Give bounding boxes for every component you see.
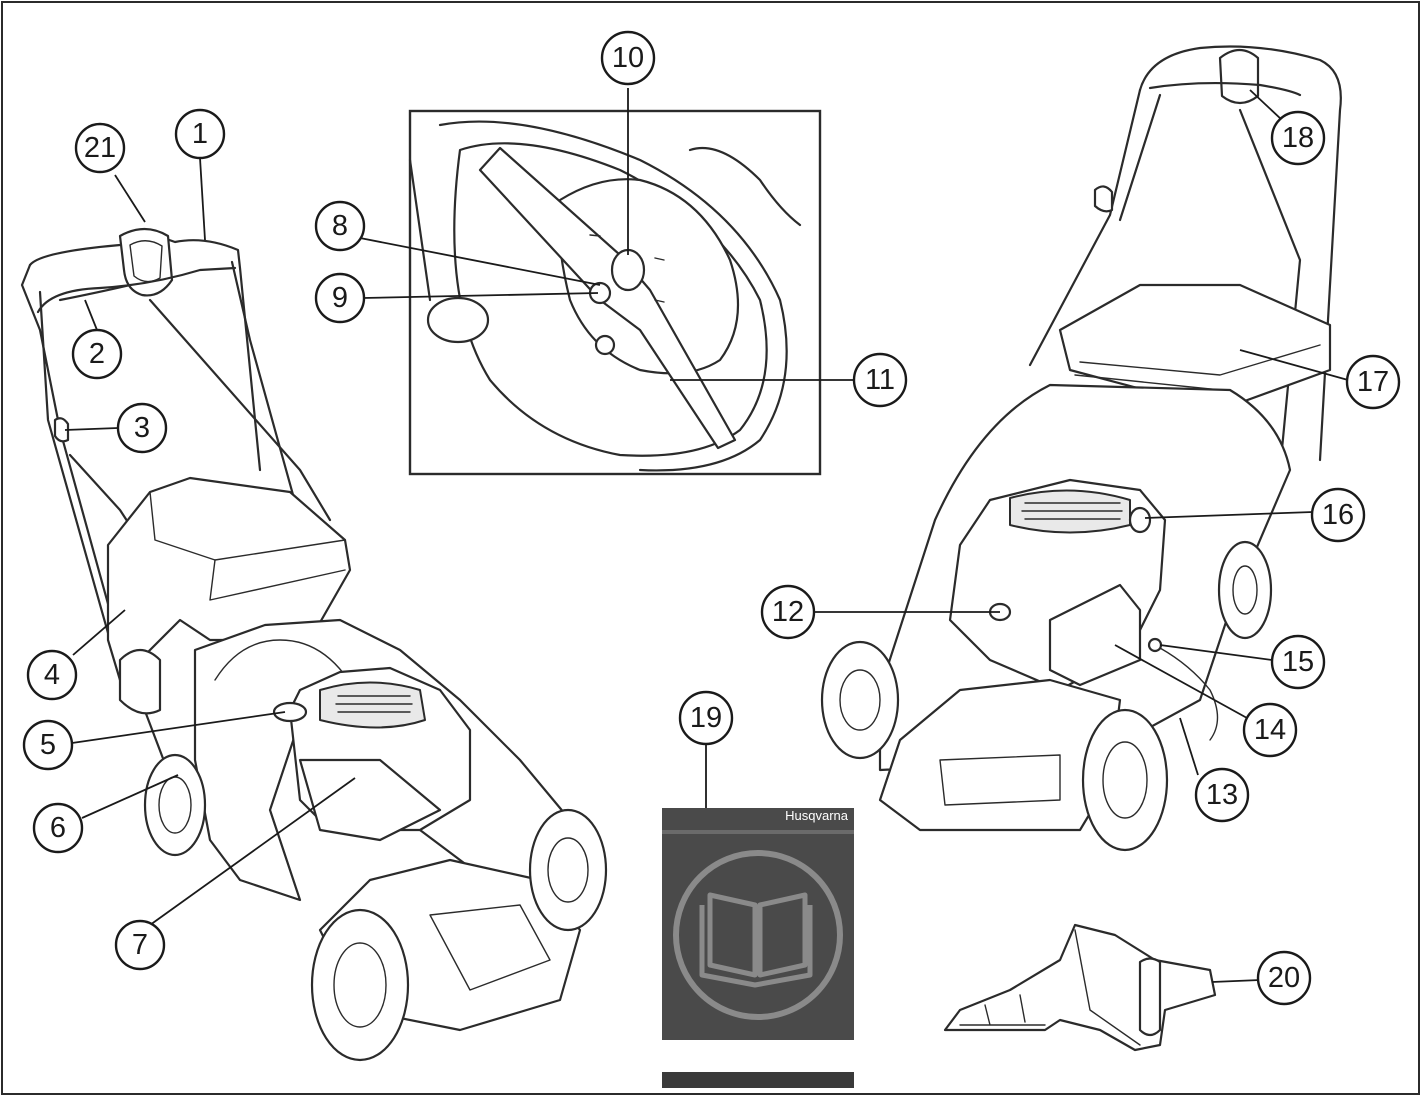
svg-text:9: 9 <box>332 282 348 314</box>
spark-plug <box>1147 637 1163 653</box>
svg-text:8: 8 <box>332 210 348 242</box>
callout-20: 20 <box>1256 950 1312 1006</box>
svg-text:12: 12 <box>772 596 804 628</box>
rear-wheel-left <box>1081 708 1169 852</box>
callout-9: 9 <box>314 272 366 324</box>
callout-15: 15 <box>1270 634 1326 690</box>
operator-manual: Husqvarna <box>662 808 854 1088</box>
blade-adapter <box>610 248 646 292</box>
callout-8: 8 <box>314 200 366 252</box>
handle-control-box <box>1218 48 1260 105</box>
engine-top-cover <box>319 681 426 729</box>
callout-18: 18 <box>1270 110 1326 166</box>
svg-text:15: 15 <box>1282 646 1314 678</box>
callout-21: 21 <box>74 122 126 174</box>
callout-11: 11 <box>852 352 908 408</box>
starter-handle <box>53 417 70 443</box>
muffler <box>1048 583 1142 687</box>
callout-7: 7 <box>114 919 166 971</box>
rear-wheel-left <box>143 753 207 857</box>
callout-16: 16 <box>1310 487 1366 543</box>
leader-lines <box>64 88 1349 983</box>
blade-detail-view <box>408 109 822 476</box>
blade-hub-disc <box>557 178 740 375</box>
callout-6: 6 <box>32 802 84 854</box>
side-discharge-deflector <box>943 923 1217 1052</box>
svg-text:13: 13 <box>1206 779 1238 811</box>
mower-front-left-view <box>20 227 608 1062</box>
callout-10: 10 <box>600 30 656 86</box>
svg-text:2: 2 <box>89 338 105 370</box>
svg-text:18: 18 <box>1282 122 1314 154</box>
front-wheel-right <box>528 808 608 932</box>
starter-handle <box>1093 185 1114 213</box>
svg-text:5: 5 <box>40 729 56 761</box>
svg-text:16: 16 <box>1322 499 1354 531</box>
handle-bar <box>1138 45 1342 462</box>
oil-dipstick <box>1128 506 1152 534</box>
manual-bottom-band <box>662 1072 854 1088</box>
nut <box>594 334 616 356</box>
manual-white-strip <box>662 1040 854 1072</box>
rear-wheel-right <box>1217 540 1273 640</box>
fuel-cap <box>272 701 308 723</box>
svg-text:6: 6 <box>50 812 66 844</box>
read-manual-icon <box>673 850 843 1020</box>
svg-text:4: 4 <box>44 659 60 691</box>
air-filter-cover <box>298 758 442 842</box>
svg-text:21: 21 <box>84 132 116 164</box>
callout-5: 5 <box>22 719 74 771</box>
svg-text:20: 20 <box>1268 962 1300 994</box>
svg-text:14: 14 <box>1254 714 1286 746</box>
callout-13: 13 <box>1194 767 1250 823</box>
front-wheel-left <box>310 908 410 1062</box>
svg-text:17: 17 <box>1357 366 1389 398</box>
callout-17: 17 <box>1345 354 1401 410</box>
callout-1: 1 <box>174 108 226 160</box>
svg-text:11: 11 <box>865 364 895 396</box>
deflector-mount <box>1138 957 1162 1037</box>
manual-brand: Husqvarna <box>785 808 849 823</box>
svg-text:3: 3 <box>134 412 150 444</box>
callout-19: 19 <box>678 690 734 746</box>
svg-text:10: 10 <box>612 42 644 74</box>
svg-text:1: 1 <box>192 118 208 150</box>
book-icon <box>707 892 808 978</box>
callout-2: 2 <box>71 328 123 380</box>
front-wheel-left <box>820 640 900 760</box>
callouts: 1 2 3 4 5 6 7 8 9 10 11 12 13 14 15 16 1… <box>22 30 1401 1006</box>
callout-4: 4 <box>26 649 78 701</box>
callout-14: 14 <box>1242 702 1298 758</box>
svg-text:7: 7 <box>132 929 148 961</box>
callout-12: 12 <box>760 584 816 640</box>
mower-rear-right-view <box>820 45 1342 852</box>
callout-3: 3 <box>116 402 168 454</box>
svg-text:19: 19 <box>690 702 722 734</box>
